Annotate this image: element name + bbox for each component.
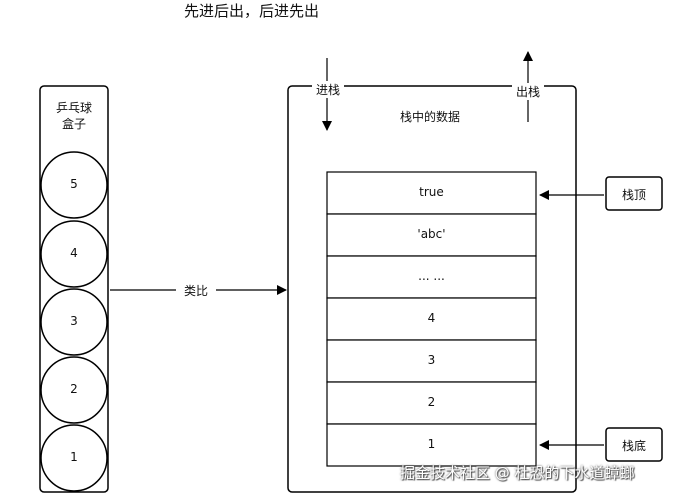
stack-cell-label: 4: [427, 311, 436, 325]
stack-cell-abc: [326, 213, 537, 257]
stack-cell-label: 'abc': [417, 227, 446, 241]
stack-title: 栈中的数据: [399, 110, 460, 124]
stack-cell-2: [326, 381, 537, 425]
ball-5: [40, 151, 108, 219]
box-label: 乒乓球 盒子: [40, 100, 108, 132]
stack-cell-1: [326, 423, 537, 467]
ball-2: [40, 356, 108, 424]
stack-bottom-box: [605, 427, 663, 462]
ball-1: [40, 424, 108, 492]
stack-cell-true: [326, 171, 537, 215]
ball-label-4: 4: [70, 246, 78, 260]
ball-label-5: 5: [70, 177, 78, 191]
stack-cell-ellipsis: [326, 255, 537, 299]
stack-cell-label: ... ...: [418, 269, 445, 283]
pop-label: 出栈: [512, 83, 544, 100]
box-label-line1: 乒乓球: [55, 101, 92, 115]
ball-3: [40, 288, 108, 356]
stack-cell-4: [326, 297, 537, 341]
stack-top-label: 栈顶: [621, 188, 646, 202]
ball-4: [40, 220, 108, 288]
diagram-title: 先进后出，后进先出: [184, 2, 320, 20]
stack-cell-label: 1: [427, 437, 436, 451]
stack-cell-label: 3: [427, 353, 436, 367]
stack-cell-3: [326, 339, 537, 383]
ball-label-2: 2: [70, 382, 78, 396]
watermark: 掘金技术社区 @ 杜恐的下水道蟑螂: [400, 464, 635, 482]
box-label-line2: 盒子: [61, 117, 86, 131]
analogy-label: 类比: [176, 282, 216, 299]
push-label: 进栈: [312, 81, 344, 98]
stack-top-box: [605, 176, 663, 211]
ball-label-3: 3: [70, 314, 78, 328]
ball-label-1: 1: [70, 450, 78, 464]
stack-cell-label: 2: [427, 395, 436, 409]
stack-bottom-label: 栈底: [621, 439, 646, 453]
stack-cell-label: true: [419, 185, 444, 199]
